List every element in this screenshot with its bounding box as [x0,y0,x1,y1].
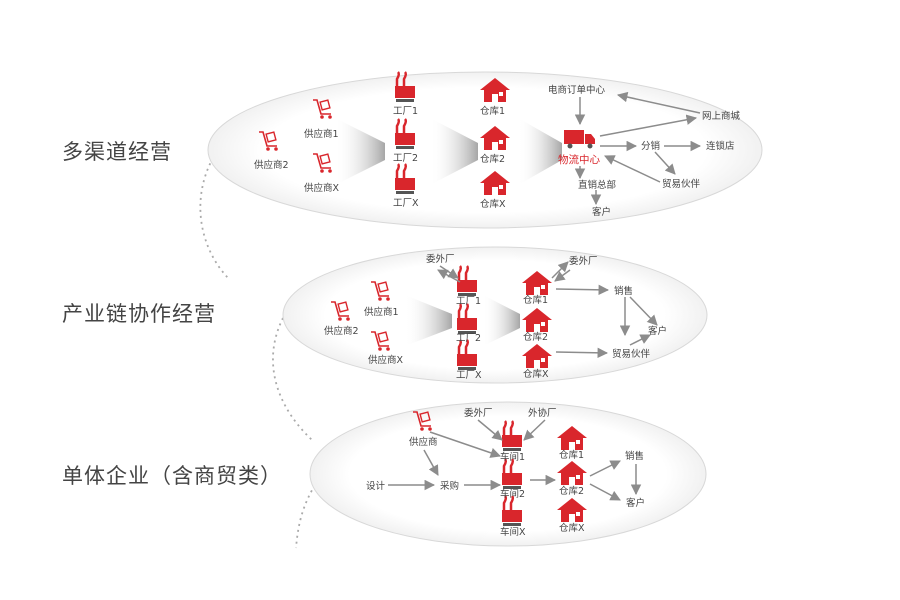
s3-coop-factory: 外协厂 [528,407,557,419]
s1-online-mall: 网上商城 [702,110,741,122]
section-title-single-enterprise: 单体企业（含商贸类） [62,464,282,488]
section-single-enterprise: 供应商 委外厂 外协厂 车间1 车间2 车间X 仓库1 仓库2 仓库X 设计 采… [309,401,707,547]
s1-supplierX: 供应商X [304,182,340,194]
s2-warehouseX: 仓库X [523,368,549,380]
s3-warehouseX: 仓库X [559,522,585,534]
s2-factory1: 工厂1 [456,296,481,307]
s3-sales: 销售 [625,450,644,462]
s2-warehouse2: 仓库2 [523,331,548,343]
section-multichannel: 供应商1 供应商2 供应商X 工厂1 工厂2 工厂X 仓库1 仓库2 仓库X 物… [207,70,763,229]
section-title-multichannel: 多渠道经营 [62,140,172,164]
funnel-1 [335,118,385,185]
s3-warehouse1: 仓库1 [559,449,584,461]
s2-factoryX: 工厂X [456,370,482,381]
section-industry-chain: 供应商1 供应商2 供应商X 工厂1 工厂2 工厂X 仓库1 仓库2 仓库X 委… [282,246,708,384]
s1-warehouseX: 仓库X [480,198,506,210]
s1-ecom-order-center: 电商订单中心 [548,84,606,96]
s1-factoryX: 工厂X [393,198,419,209]
s1-trade-partner: 贸易伙伴 [662,178,701,190]
s2-supplier1: 供应商1 [364,306,399,318]
s1-distribution: 分销 [641,140,661,152]
s1-supplier2: 供应商2 [254,159,289,171]
s1-logistics-center: 物流中心 [558,153,600,166]
s1-direct-hq: 直销总部 [578,179,616,191]
s2-warehouse1: 仓库1 [523,294,548,306]
funnel-5 [483,295,520,346]
s3-outsource: 委外厂 [464,407,493,419]
s1-factory2: 工厂2 [393,153,418,164]
s3-supplier: 供应商 [409,436,438,448]
s1-warehouse1: 仓库1 [480,105,505,117]
dotted-connector-top [199,157,231,281]
funnel-4 [405,295,452,346]
s3-design: 设计 [366,480,386,492]
s3-purchase: 采购 [440,480,459,492]
s1-warehouse2: 仓库2 [480,153,505,165]
s3-customer: 客户 [626,497,645,509]
s2-supplier2: 供应商2 [324,325,359,337]
funnel-2 [430,118,478,185]
s3-warehouse2: 仓库2 [559,485,584,497]
s1-supplier1: 供应商1 [304,128,339,140]
s2-outsource-right: 委外厂 [569,255,598,267]
s2-sales: 销售 [614,285,633,297]
ellipse-multichannel [207,71,763,229]
s1-factory1: 工厂1 [393,106,418,117]
s2-outsource-top: 委外厂 [426,253,455,265]
s2-customer: 客户 [648,325,667,337]
s3-workshopX: 车间X [500,526,526,538]
funnel-3 [518,118,562,185]
s2-supplierX: 供应商X [368,354,404,366]
s3-workshop1: 车间1 [500,451,525,463]
s1-chain-store: 连锁店 [706,140,735,152]
s1-customer: 客户 [592,206,611,218]
s2-factory2: 工厂2 [456,333,481,344]
s2-trade-partner: 贸易伙伴 [612,348,651,360]
section-title-industry-chain: 产业链协作经营 [62,302,216,326]
s3-workshop2: 车间2 [500,488,525,500]
